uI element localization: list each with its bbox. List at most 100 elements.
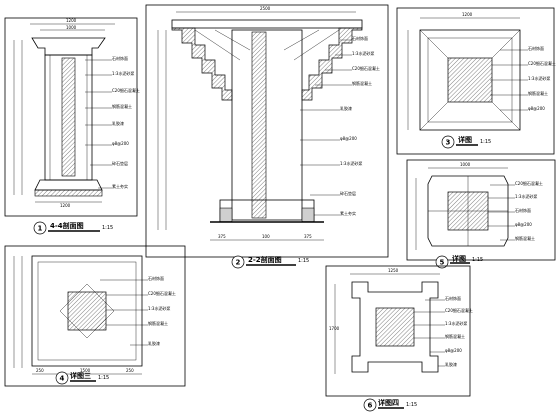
- dim-text: 1500: [80, 368, 91, 373]
- detail-1-title: 4-4剖面图: [50, 221, 84, 230]
- right-cornice: [301, 27, 363, 101]
- strut: [283, 29, 320, 51]
- footing-left: [219, 207, 233, 223]
- detail-1-group: 1200 1000 石材饰面 1:3水泥砂浆 C20细石混凝土 钢筋混凝土 乳胶…: [4, 17, 140, 235]
- dim-text: 1200: [60, 203, 71, 208]
- svg-text:C20细石混凝土: C20细石混凝土: [352, 65, 380, 71]
- detail-3-scale: 1:15: [480, 139, 491, 145]
- svg-text:1:3水泥砂浆: 1:3水泥砂浆: [528, 75, 550, 81]
- strut: [293, 29, 340, 61]
- detail-2-number: 2: [236, 259, 241, 267]
- svg-text:C20细石混凝土: C20细石混凝土: [112, 87, 140, 93]
- svg-text:钢筋混凝土: 钢筋混凝土: [112, 103, 132, 109]
- svg-text:钢筋混凝土: 钢筋混凝土: [352, 80, 372, 86]
- detail-6-group: 1250 1700 石材饰面 C20细石混凝土 1:3水泥砂浆 钢筋混凝土 φ8…: [325, 265, 473, 412]
- svg-text:C20细石混凝土: C20细石混凝土: [148, 290, 176, 296]
- svg-text:1:3水泥砂浆: 1:3水泥砂浆: [352, 50, 374, 56]
- dim-text: 250: [36, 368, 44, 373]
- svg-text:石材饰面: 石材饰面: [112, 55, 128, 61]
- svg-text:C20细石混凝土: C20细石混凝土: [515, 180, 543, 186]
- svg-text:碎石垫层: 碎石垫层: [112, 160, 128, 166]
- detail-5-group: 1000 C20细石混凝土 1:3水泥砂浆 石材饰面 φ8@200 钢筋混凝土 …: [406, 159, 556, 269]
- dim-text: 1000: [460, 162, 471, 167]
- column-core: [251, 31, 267, 219]
- detail-5-title: 详图: [452, 254, 466, 263]
- diamond-outline: [59, 283, 115, 339]
- detail-2-title: 2-2剖面图: [248, 255, 282, 264]
- svg-text:1:3水泥砂浆: 1:3水泥砂浆: [340, 160, 362, 166]
- left-cornice: [171, 27, 233, 101]
- svg-text:C20细石混凝土: C20细石混凝土: [445, 307, 473, 313]
- svg-text:φ8@200: φ8@200: [112, 141, 129, 146]
- detail-6-scale: 1:15: [406, 402, 417, 408]
- detail-6-title: 详图四: [378, 398, 399, 407]
- detail-6-number-circle: [363, 398, 377, 412]
- dim-text: 250: [126, 368, 134, 373]
- svg-text:碎石垫层: 碎石垫层: [340, 190, 356, 196]
- detail-4-number-circle: [55, 371, 69, 385]
- dim-text: 100: [262, 234, 270, 239]
- octagon-outer: [427, 175, 509, 247]
- pillar-cap: [31, 37, 106, 56]
- detail-2-frame: [145, 4, 389, 258]
- svg-text:素土夯实: 素土夯实: [112, 183, 128, 189]
- detail-6-frame: [325, 265, 471, 397]
- detail-3-number-circle: [441, 135, 455, 149]
- detail-5-number: 5: [440, 259, 445, 267]
- center-block: [67, 291, 107, 331]
- svg-text:1:3水泥砂浆: 1:3水泥砂浆: [515, 193, 537, 199]
- dim-text: 2500: [260, 6, 271, 11]
- detail-5-number-circle: [435, 255, 449, 269]
- detail-6-annotations: 石材饰面 C20细石混凝土 1:3水泥砂浆 钢筋混凝土 φ8@200 乳胶漆: [414, 295, 473, 367]
- detail-6-number: 6: [368, 402, 373, 410]
- svg-text:石材饰面: 石材饰面: [515, 207, 531, 213]
- footing: [219, 199, 315, 223]
- dim-text: 375: [218, 234, 226, 239]
- detail-1-number-circle: [33, 221, 47, 235]
- svg-text:石材饰面: 石材饰面: [148, 275, 164, 281]
- strut: [194, 29, 241, 61]
- dim-text: 1700: [329, 326, 340, 331]
- svg-text:C20细石混凝土: C20细石混凝土: [528, 60, 556, 66]
- svg-text:钢筋混凝土: 钢筋混凝土: [148, 320, 168, 326]
- detail-4-title: 详图三: [70, 371, 91, 380]
- svg-text:1:3水泥砂浆: 1:3水泥砂浆: [148, 305, 170, 311]
- detail-4-frame: [4, 245, 186, 387]
- pillar-core: [61, 57, 76, 177]
- dim-text: 1200: [66, 18, 77, 23]
- svg-text:钢筋混凝土: 钢筋混凝土: [445, 333, 465, 339]
- detail-5-annotations: C20细石混凝土 1:3水泥砂浆 石材饰面 φ8@200 钢筋混凝土: [488, 180, 543, 241]
- detail-4-scale: 1:15: [98, 375, 109, 381]
- dim-text: 1000: [66, 25, 77, 30]
- detail-3-group: 1200 石材饰面 C20细石混凝土 1:3水泥砂浆 钢筋混凝土 φ8@200 …: [396, 7, 556, 155]
- detail-4-group: 石材饰面 C20细石混凝土 1:3水泥砂浆 钢筋混凝土 乳胶漆 250 1500…: [4, 245, 186, 387]
- detail-2-scale: 1:15: [298, 258, 309, 264]
- detail-5-scale: 1:15: [472, 257, 483, 263]
- detail-5-frame: [406, 159, 556, 261]
- svg-text:φ8@200: φ8@200: [528, 106, 545, 111]
- svg-text:石材饰面: 石材饰面: [352, 35, 368, 41]
- detail-1-number: 1: [38, 225, 43, 233]
- detail-4-number: 4: [60, 375, 65, 383]
- svg-text:钢筋混凝土: 钢筋混凝土: [528, 90, 548, 96]
- center-block: [375, 307, 415, 347]
- inner-square: [37, 261, 137, 361]
- detail-3-frame: [396, 7, 555, 155]
- top-slab: [171, 19, 363, 29]
- pillar-base: [34, 179, 103, 191]
- detail-1-scale: 1:15: [102, 225, 113, 231]
- svg-text:1:3水泥砂浆: 1:3水泥砂浆: [112, 70, 134, 76]
- dim-text: 375: [304, 234, 312, 239]
- svg-text:乳胶漆: 乳胶漆: [148, 340, 160, 346]
- svg-text:素土夯实: 素土夯实: [340, 210, 356, 216]
- footing-right: [301, 207, 315, 223]
- center-block: [447, 57, 493, 103]
- column: [231, 29, 303, 221]
- strut: [214, 29, 251, 51]
- outer-square: [31, 255, 143, 367]
- svg-text:1:3水泥砂浆: 1:3水泥砂浆: [445, 320, 467, 326]
- detail-2-annotations: 石材饰面 1:3水泥砂浆 C20细石混凝土 钢筋混凝土 乳胶漆 φ8@200 1…: [300, 35, 380, 216]
- svg-text:乳胶漆: 乳胶漆: [445, 361, 457, 367]
- svg-text:φ8@200: φ8@200: [515, 222, 532, 227]
